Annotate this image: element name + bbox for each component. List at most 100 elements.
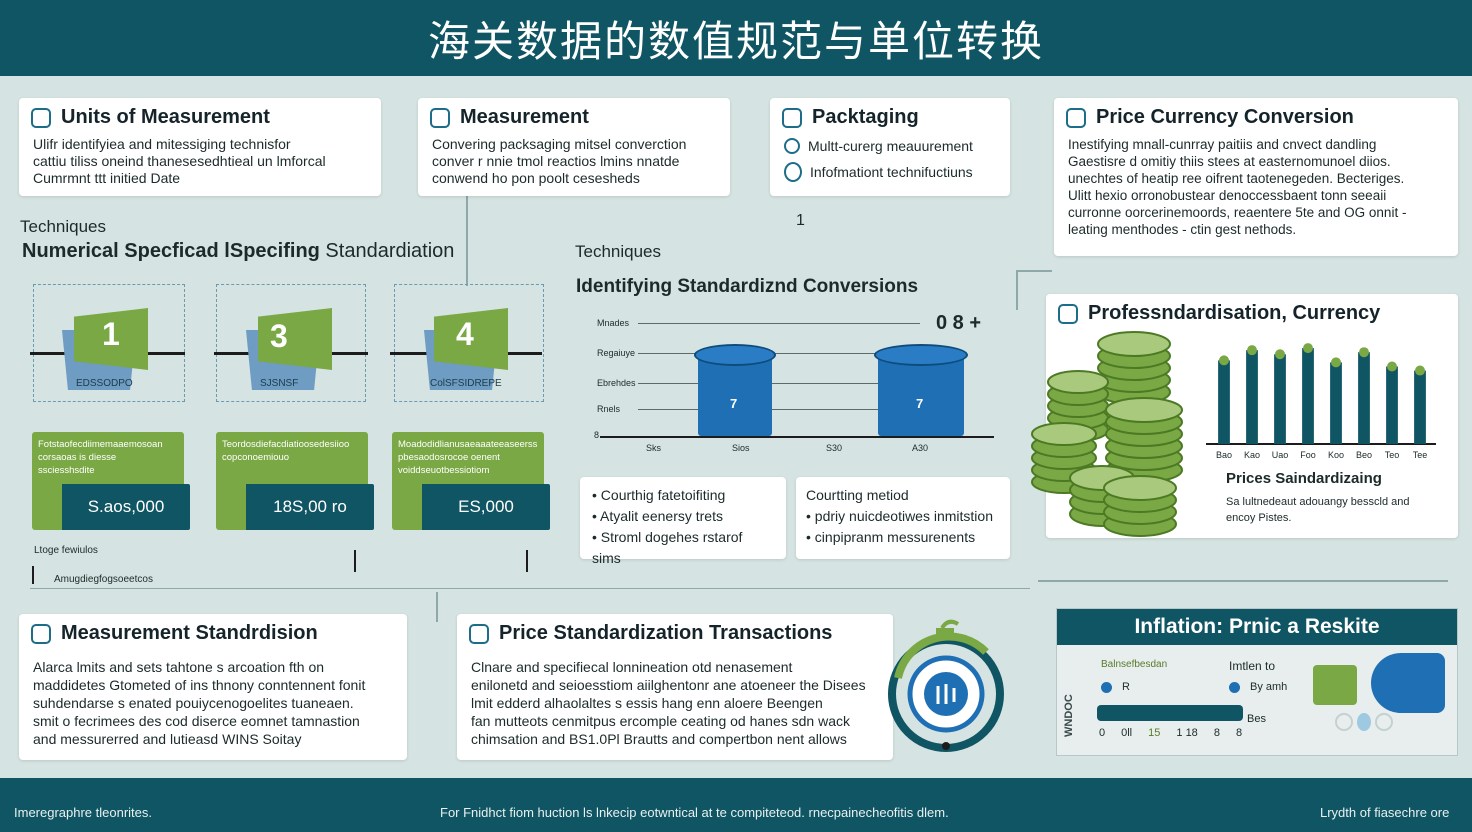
can-icon (698, 352, 772, 436)
scale-tick: 8 (1235, 727, 1243, 739)
bar (1386, 366, 1398, 444)
bar-label: Bes (1247, 713, 1266, 725)
bullet-item: • cinpipranm messurenents (806, 529, 976, 545)
value-card-text: Moadodidlianusaeaaateeaseerss pbesaodosr… (398, 438, 537, 477)
inflation-left-label: Balnsefbesdan (1101, 659, 1168, 670)
left-heading: Numerical Specficad lSpecifing Standardi… (22, 240, 454, 263)
text-line: conwend ho pon poolt cesesheds (432, 170, 640, 186)
text-line: conver r nnie tmol reactios lmins nnatde (432, 153, 680, 169)
bar-leaf-icon (1303, 343, 1313, 354)
chart-icon (1313, 665, 1357, 705)
bar (1246, 350, 1258, 444)
page-title: 海关数据的数值规范与单位转换 (427, 16, 1044, 66)
value-amount: 18S,00 ro (246, 484, 374, 530)
gear-icon (1375, 713, 1393, 731)
scale-tick: 15 (1148, 727, 1161, 739)
bar-category-label: Foo (1300, 450, 1316, 460)
flag-shape (74, 308, 148, 370)
measurement-std-title: Measurement Standrdision (61, 622, 318, 644)
value-card: Fotstaofecdiimemaaemosoan corsaoas is di… (32, 432, 190, 530)
left-item-text: R (1122, 681, 1130, 693)
inflation-title: Inflation: Prnic a Reskite (1057, 609, 1457, 645)
arrow-up-icon (526, 550, 528, 572)
checkbox-icon[interactable] (1066, 107, 1086, 128)
page-footer: Imeregraphre tleonrites. For Fnidhct fio… (0, 778, 1472, 832)
text-line: pbesaodosrocoe oenent (398, 452, 500, 463)
price-title: Prices Saindardizaing (1226, 470, 1382, 487)
bullet-item: • pdriy nuicdeotiwes inmitstion (806, 508, 993, 524)
checkbox-icon[interactable] (31, 107, 51, 128)
text-line: Gaestisre d omitiy thiis stees at easter… (1068, 154, 1391, 169)
footer-left-text: Imeregraphre tleonrites. (14, 805, 153, 820)
bar-leaf-icon (1359, 347, 1369, 358)
checkbox-icon[interactable] (1058, 303, 1078, 324)
card-title: Packtaging (782, 106, 919, 129)
bullet-text: pdriy nuicdeotiwes inmitstion (814, 508, 993, 524)
text-line: Teordosdiefacdiatioosedesiioo (222, 439, 350, 450)
dashed-frame (216, 284, 366, 402)
marker-label: 1 (796, 212, 805, 229)
axis-label: Regaiuye (597, 348, 636, 358)
bullet-text: Atyalit eenersy trets (600, 508, 723, 524)
card-title: Price Currency Conversion (1066, 106, 1354, 129)
price-std-card: Price Standardization Transactions Clnar… (457, 614, 893, 760)
bar-leaf-icon (1275, 349, 1285, 360)
text-line: enilonetd and seioesstiom aiilghentonr a… (471, 677, 866, 693)
counting-method-card: Courtting metiod • pdriy nuicdeotiwes in… (796, 477, 1010, 559)
inflation-scale: 0 0ll 15 1 18 8 8 (1099, 727, 1242, 739)
text-line: corsaoas is diesse (38, 452, 117, 463)
checkbox-icon[interactable] (430, 107, 450, 128)
scale-tick: 0ll (1121, 727, 1133, 739)
bullet-list-card: • Courthig fatetoifiting • Atyalit eener… (580, 477, 786, 566)
measurement-std-text: Alarca lmits and sets tahtone s arcoatio… (33, 658, 365, 748)
can-lid (694, 344, 776, 366)
text-line: copconoemiouo (222, 452, 290, 463)
value-card-text: Teordosdiefacdiatioosedesiioo copconoemi… (222, 438, 349, 464)
checkbox-icon[interactable] (469, 623, 489, 644)
text-line: Moadodidlianusaeaaateeaseerss (398, 439, 538, 450)
bullet-item: • Courthig fatetoifiting (592, 487, 726, 503)
text-line: Convering packsaging mitsel converction (432, 136, 687, 152)
flag-number: 1 (102, 316, 120, 352)
bar-category-label: Uao (1272, 450, 1289, 460)
counter-label: 0 8 + (936, 312, 982, 334)
axis-label: Rnels (597, 404, 621, 414)
text-line: Cumrmnt ttt initied Date (33, 170, 181, 186)
footer-center-text: For Fnidhct fiom huction ls lnkecip eotw… (440, 805, 949, 820)
text-line: Ulifr identifyiea and mitessiging techni… (33, 136, 291, 152)
techniques-label: Techniques (20, 217, 107, 236)
bar (1358, 352, 1370, 444)
price-currency-card: Price Currency Conversion Inestifying mn… (1054, 98, 1458, 256)
axis-label: Mnades (597, 318, 630, 328)
text-line: Clnare and specifiecal lonnineation otd … (471, 659, 793, 675)
value-card-text: Fotstaofecdiimemaaemosoan corsaoas is di… (38, 438, 163, 477)
text-line: Inestifying mnall-cunrray paitiis and cn… (1068, 137, 1377, 152)
circle-icon (784, 162, 802, 182)
bar-leaf-icon (1415, 365, 1425, 376)
bar (1218, 360, 1230, 444)
axis-label: Sks (646, 443, 662, 453)
connector-line (436, 592, 438, 622)
left-heading-normal: Standardiation (319, 240, 455, 262)
text-line: unechtes of heatip ree oifrent taotenege… (1068, 171, 1405, 186)
footer-right-text: Lrydth of fiasechre ore (1320, 805, 1450, 820)
bar (1414, 370, 1426, 444)
packaging-card: Packtaging Multt-curerg meauurement Info… (770, 98, 1010, 196)
measurement-card: Measurement Convering packsaging mitsel … (418, 98, 730, 196)
bar-leaf-icon (1247, 345, 1257, 356)
card-title: Measurement Standrdision (31, 622, 318, 645)
inflation-left-item: R (1101, 681, 1130, 693)
dashed-frame (33, 284, 185, 402)
text-line: voiddseuotbessiotiom (398, 465, 490, 476)
right-item-text: By amh (1250, 681, 1288, 693)
drop-icon (1357, 713, 1371, 731)
bar-category-label: Tee (1413, 450, 1428, 460)
grid-line (638, 383, 938, 384)
text-line: lmit edderd alhaolaltes s essis hang enn… (471, 695, 823, 711)
clock-icon (784, 138, 800, 154)
checkbox-icon[interactable] (31, 623, 51, 644)
card-title: Price Standardization Transactions (469, 622, 832, 645)
card-title: Professndardisation, Currency (1058, 302, 1380, 325)
checkbox-icon[interactable] (782, 107, 802, 128)
